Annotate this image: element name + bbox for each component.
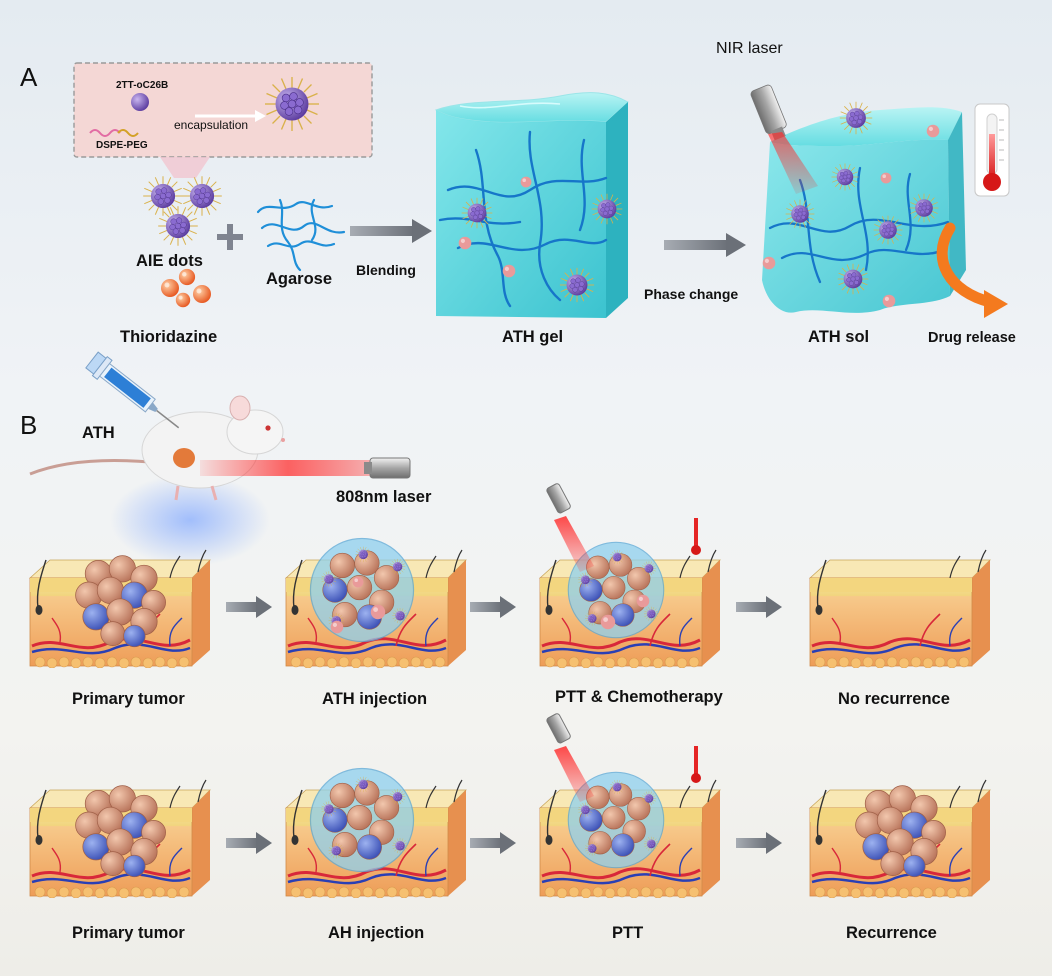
row1-label-1: Primary tumor: [72, 690, 185, 708]
phase-change-label: Phase change: [644, 286, 739, 302]
mouse-tail: [29, 459, 151, 476]
row2-stage1: [28, 778, 212, 898]
row2-stage3: [538, 713, 722, 898]
row2-stage4: [808, 778, 992, 898]
row2-label-2: AH injection: [328, 924, 425, 942]
row2-arrow2: [470, 832, 516, 854]
row1-stage4: [808, 548, 992, 668]
aie-dots-cluster: [142, 175, 223, 247]
blending-label: Blending: [356, 262, 416, 278]
thioridazine-icon: [161, 268, 211, 308]
nir-laser-label: NIR laser: [716, 40, 783, 57]
row1-stage1: [28, 548, 212, 668]
inset-polymer-label: DSPE-PEG: [96, 140, 148, 151]
blending-arrow: [350, 219, 432, 243]
laser-808-label: 808nm laser: [336, 488, 432, 506]
row1-label-2: ATH injection: [322, 690, 428, 708]
inset-process-label: encapsulation: [174, 118, 249, 132]
aie-dots-label: AIE dots: [136, 252, 203, 270]
ath-gel-cube: [434, 92, 629, 318]
thermometer-icon: [974, 103, 1010, 197]
ath-sol-cube: [762, 101, 966, 313]
mouse-illustration: [29, 395, 285, 566]
panel-a-letter: A: [20, 62, 38, 92]
row1-arrow2: [470, 596, 516, 618]
row1-stage2: [284, 538, 468, 668]
inset-funnel: [160, 157, 210, 178]
peg-chain-icon: [89, 129, 121, 137]
laser-808-device: [200, 457, 411, 479]
aie-molecule-icon: [131, 93, 149, 111]
phase-change-arrow: [664, 233, 746, 257]
inset-molecule-label: 2TT-oC26B: [116, 80, 169, 91]
thioridazine-label: Thioridazine: [120, 328, 218, 346]
row2-label-3: PTT: [612, 924, 644, 942]
row1-arrow1: [226, 596, 272, 618]
row1-arrow3: [736, 596, 782, 618]
syringe-icon: [85, 351, 180, 429]
laser-beam: [768, 132, 818, 194]
row1-label-3: PTT & Chemotherapy: [555, 688, 723, 706]
row1-stage3: [538, 483, 722, 668]
row2-label-4: Recurrence: [846, 924, 937, 942]
drug-release-arrow: [936, 222, 1008, 318]
aie-dot-icon: [264, 76, 320, 132]
agarose-fiber-icon: [256, 198, 346, 272]
nir-laser-device: [750, 84, 818, 194]
row2-arrow1: [226, 832, 272, 854]
panel-b-letter: B: [20, 410, 38, 440]
plus-icon: [217, 224, 243, 250]
row2-arrow3: [736, 832, 782, 854]
ath-gel-label: ATH gel: [502, 328, 564, 346]
ath-syringe-label: ATH: [82, 424, 115, 442]
row1-label-4: No recurrence: [838, 690, 950, 708]
agarose-label: Agarose: [266, 270, 333, 288]
row2-stage2: [284, 768, 468, 898]
ath-sol-label: ATH sol: [808, 328, 870, 346]
row2-label-1: Primary tumor: [72, 924, 185, 942]
encapsulation-inset: [73, 62, 373, 158]
drug-release-label: Drug release: [928, 330, 1016, 346]
